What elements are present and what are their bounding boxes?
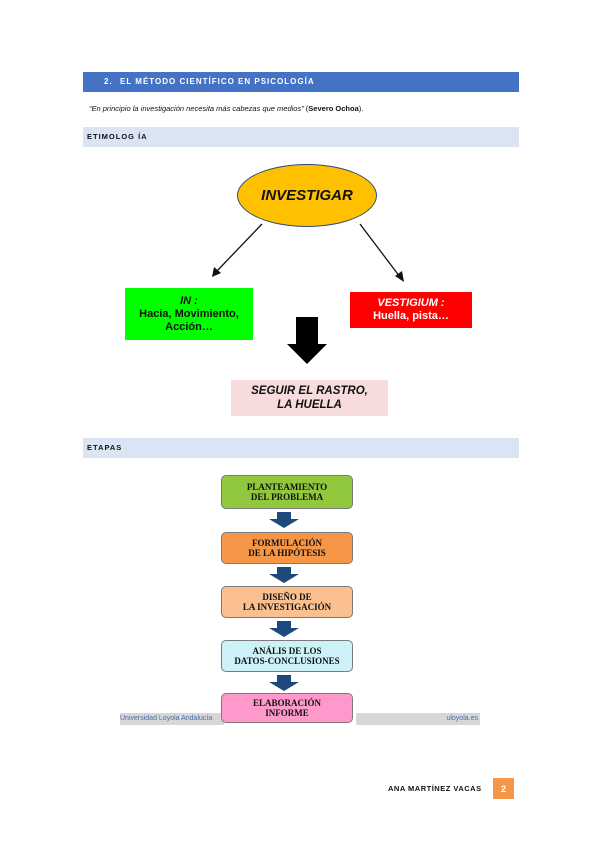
arrow-down-right-icon bbox=[359, 223, 404, 282]
step-line: INFORME bbox=[265, 708, 309, 718]
arrow-down-left-icon bbox=[212, 223, 263, 277]
step-planteamiento: PLANTEAMIENTO DEL PROBLEMA bbox=[221, 475, 353, 509]
quote-author: Severo Ochoa bbox=[308, 104, 359, 113]
etimologia-header: ETIMOLOG ÍA bbox=[83, 127, 519, 147]
result-line2: LA HUELLA bbox=[277, 399, 342, 411]
page-number-badge: 2 bbox=[493, 778, 514, 799]
root-ellipse: INVESTIGAR bbox=[237, 164, 377, 227]
section-header: 2. EL MÉTODO CIENTÍFICO EN PSICOLOGÍA bbox=[83, 72, 519, 92]
step-analisis: ANÁLIS DE LOS DATOS-CONCLUSIONES bbox=[221, 640, 353, 672]
step-line: DISEÑO DE bbox=[262, 591, 312, 602]
step-elaboracion: ELABORACIÓN INFORME bbox=[221, 693, 353, 723]
step-line: ANÁLIS DE LOS bbox=[252, 645, 322, 656]
section-title: EL MÉTODO CIENTÍFICO EN PSICOLOGÍA bbox=[120, 77, 315, 86]
step-line: DE LA HIPÓTESIS bbox=[248, 548, 326, 558]
in-line1: Hacia, Movimiento, bbox=[139, 307, 239, 320]
etapas-header: ETAPAS bbox=[83, 438, 519, 458]
flow-down-arrow-icon bbox=[269, 621, 299, 637]
etimologia-header-label: ETIMOLOG ÍA bbox=[87, 132, 148, 141]
flow-down-arrow-icon bbox=[269, 567, 299, 583]
step-formulacion: FORMULACIÓN DE LA HIPÓTESIS bbox=[221, 532, 353, 564]
step-line: DEL PROBLEMA bbox=[250, 492, 324, 502]
vestigium-line1: Huella, pista… bbox=[373, 310, 449, 322]
in-line2: Acción… bbox=[165, 320, 213, 333]
step-line: LA INVESTIGACIÓN bbox=[242, 602, 332, 612]
quote-text: “En principio la investigación necesita … bbox=[89, 104, 304, 113]
slide-footer-right: uloyola.es bbox=[446, 715, 478, 722]
quote-paren-open: ( bbox=[303, 104, 309, 113]
quote: “En principio la investigación necesita … bbox=[89, 104, 363, 113]
result-line1: SEGUIR EL RASTRO, bbox=[251, 385, 368, 397]
in-title: IN : bbox=[180, 294, 198, 307]
root-label: INVESTIGAR bbox=[261, 187, 353, 204]
etapas-header-label: ETAPAS bbox=[87, 443, 123, 452]
in-definition-box: IN : Hacia, Movimiento, Acción… bbox=[125, 288, 253, 340]
step-line: FORMULACIÓN bbox=[252, 537, 322, 548]
quote-paren-close: ). bbox=[358, 104, 364, 113]
vestigium-title: VESTIGIUM : bbox=[377, 297, 445, 309]
slide-footer-left: Universidad Loyola Andalucía bbox=[120, 715, 213, 722]
step-line: ELABORACIÓN bbox=[252, 697, 321, 708]
section-number: 2. bbox=[104, 77, 113, 86]
big-down-arrow-icon bbox=[287, 317, 327, 364]
step-line: PLANTEAMIENTO bbox=[246, 481, 328, 492]
step-line: DATOS-CONCLUSIONES bbox=[234, 656, 340, 666]
vestigium-definition-box: VESTIGIUM : Huella, pista… bbox=[350, 292, 472, 328]
footer-author: ANA MARTÍNEZ VACAS bbox=[388, 784, 482, 793]
step-diseno: DISEÑO DE LA INVESTIGACIÓN bbox=[221, 586, 353, 618]
result-box: SEGUIR EL RASTRO, LA HUELLA bbox=[231, 380, 388, 416]
flow-down-arrow-icon bbox=[269, 512, 299, 528]
flow-down-arrow-icon bbox=[269, 675, 299, 691]
